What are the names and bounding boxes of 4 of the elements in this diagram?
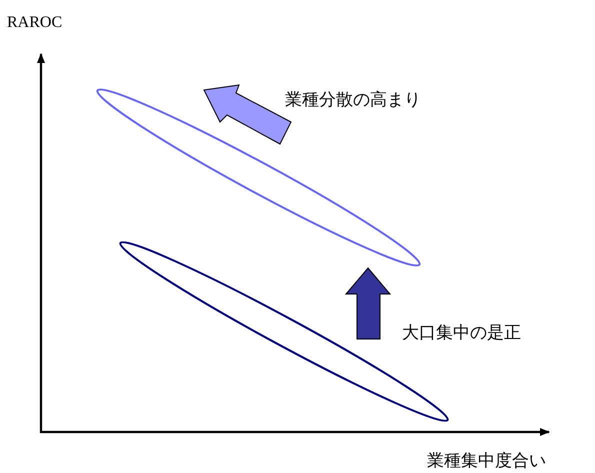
axis-label: RAROC [7, 14, 62, 32]
annotation-text: 業種分散の高まり [285, 91, 421, 110]
annotation-text: 大口集中の是正 [402, 324, 521, 343]
axis-label: 業種集中度合い [427, 452, 546, 471]
